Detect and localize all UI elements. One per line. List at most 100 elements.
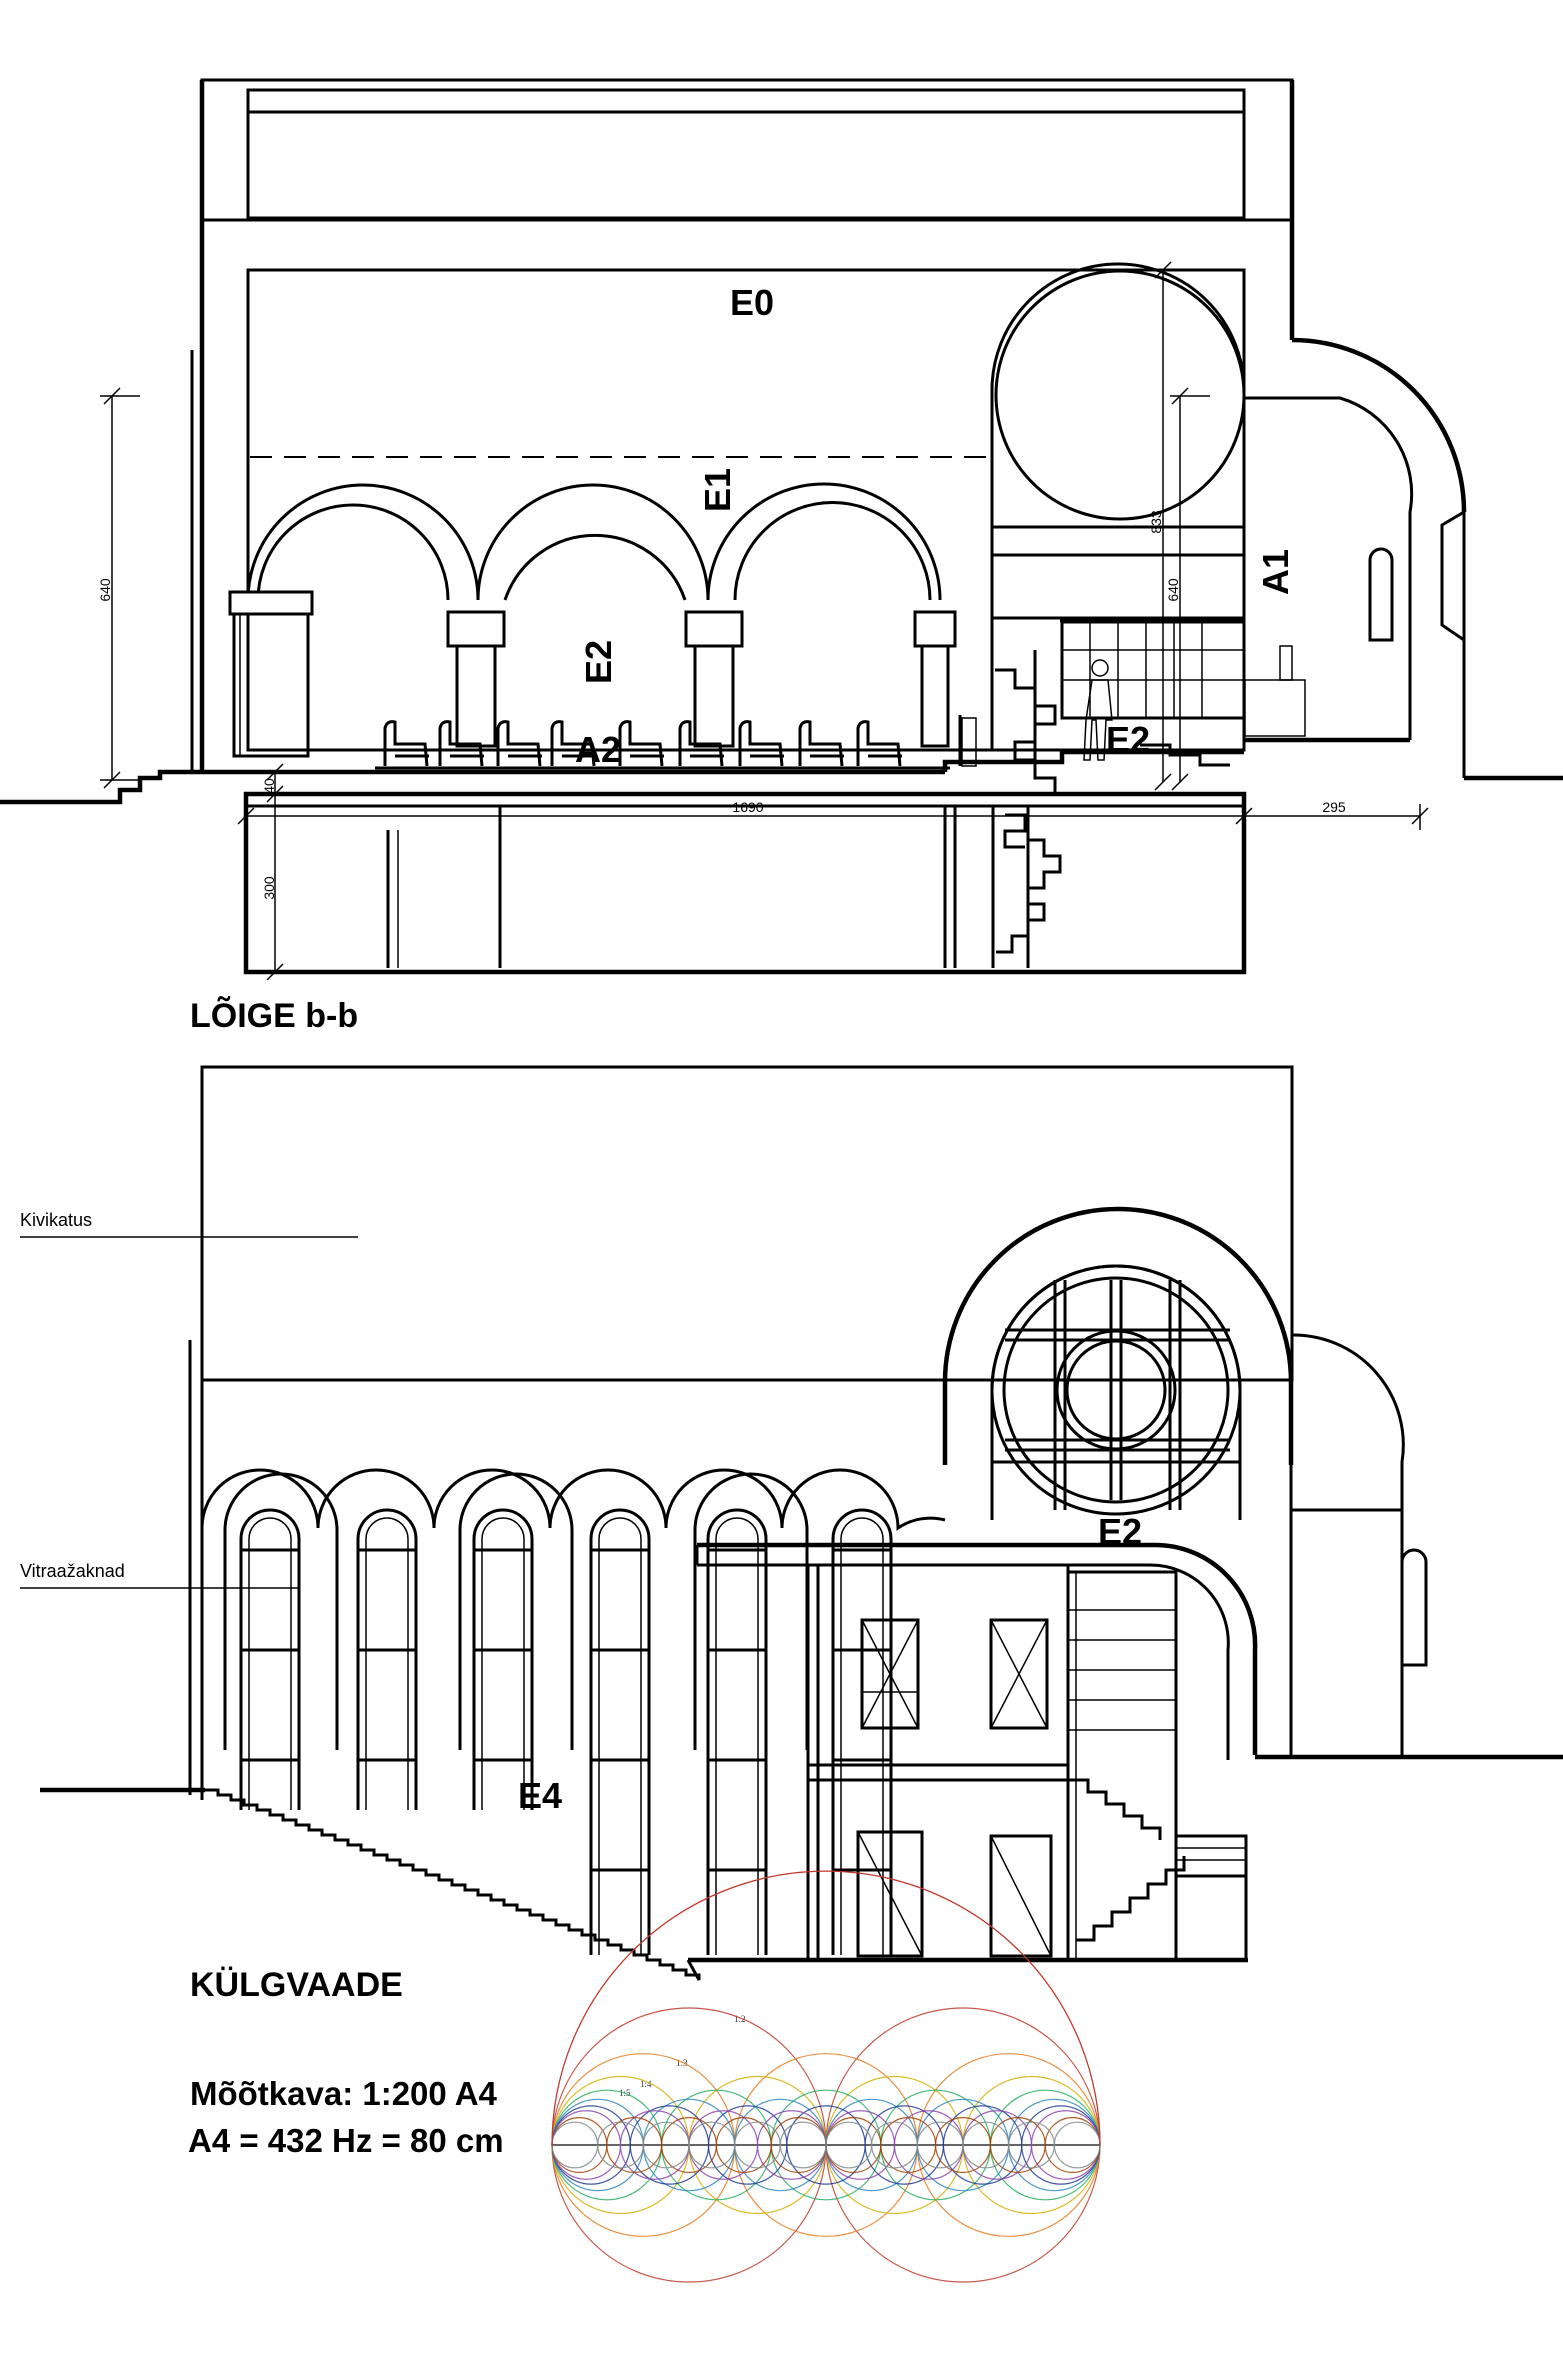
altar-table	[1244, 679, 1306, 737]
arcade-outer	[200, 1468, 946, 1755]
tower-arch-outer	[942, 1206, 1294, 1465]
column-shaft	[693, 644, 735, 748]
arched-window	[706, 1508, 768, 1955]
harmonic-arc-1-2	[551, 1870, 1101, 2146]
dim-left-height: 640	[97, 578, 113, 602]
section-drawing	[0, 78, 1563, 975]
altar-object	[1279, 645, 1293, 681]
door-lintel	[228, 590, 314, 616]
crypt-box	[243, 791, 1247, 975]
window-cross-lines	[990, 1619, 1048, 1729]
dim-right-extension: 295	[1322, 799, 1346, 815]
stair-landing	[1174, 1834, 1248, 1878]
rose-window-center-inner	[1065, 1339, 1167, 1441]
pew	[496, 720, 542, 767]
ratio-label: 1:4	[640, 2079, 652, 2089]
arched-window	[472, 1508, 534, 1810]
arched-window	[239, 1508, 301, 1810]
nave-interior	[246, 268, 1246, 752]
arched-window-inner	[598, 1517, 642, 1955]
glass-screen-frame	[1060, 620, 1246, 720]
arched-window	[589, 1508, 651, 1955]
arcade-outer-arcs	[246, 482, 942, 601]
zone-label-e0: E0	[730, 282, 774, 323]
arched-window	[356, 1508, 418, 1810]
arcade-piers	[223, 1472, 809, 1750]
apse-slit-window	[1368, 547, 1394, 642]
dim-right-height: 640	[1165, 578, 1181, 602]
zone-label-e2: E2	[578, 640, 619, 684]
glass-screen	[1060, 620, 1246, 720]
crypt-spiral-stair	[996, 813, 1062, 954]
rose-window-center	[1055, 1329, 1177, 1451]
column-shaft	[920, 644, 950, 748]
apse-opening	[1440, 509, 1466, 643]
door-cross-line	[990, 1835, 1052, 1957]
pew	[678, 720, 724, 767]
stair-flight-lower	[1076, 1856, 1186, 1942]
scale-line-1: Mõõtkava: 1:200 A4	[190, 2075, 498, 2112]
pew	[856, 720, 902, 767]
door-cross	[989, 1834, 1053, 1958]
chancel-steps	[1140, 743, 1230, 767]
right-apse-inner	[1244, 396, 1414, 740]
side-door	[232, 612, 310, 758]
arched-window-inner	[481, 1517, 525, 1810]
stair-tower	[1066, 1570, 1178, 1962]
column-capital	[913, 610, 957, 648]
harmonic-circles-diagram: 1:2 1:3 1:4 1:5	[551, 1870, 1101, 2283]
pew	[383, 720, 429, 767]
rose-window-inner	[1002, 1276, 1230, 1504]
arched-window-inner	[365, 1517, 409, 1810]
column-capital	[446, 610, 506, 648]
section-title: LÕIGE b-b	[190, 997, 358, 1035]
pew	[738, 720, 784, 767]
elevation-title: KÜLGVAADE	[190, 1966, 403, 2004]
door-cross-line	[857, 1831, 923, 1957]
zone-label-a2: A2	[575, 729, 621, 770]
note-windows: Vitraažaknad	[20, 1561, 125, 1581]
window-cross	[860, 1618, 920, 1730]
window-cross	[989, 1618, 1049, 1730]
section-dimensions: 640 640 833 40 300 1690 295	[97, 261, 1429, 981]
pews-group	[383, 720, 902, 767]
gallery-band	[697, 1542, 1258, 1755]
ground-line-left	[0, 769, 202, 805]
ratio-label: 1:3	[676, 2058, 688, 2068]
stair-treads	[1068, 1572, 1176, 1960]
rose-window-outer	[990, 1264, 1242, 1516]
arched-window-inner	[248, 1517, 292, 1810]
elevation-notes: Kivikatus Vitraažaknad	[20, 1210, 358, 1589]
stained-glass-windows	[239, 1508, 893, 1955]
scale-line-2: A4 = 432 Hz = 80 cm	[188, 2122, 504, 2159]
dim-circle-height: 833	[1148, 510, 1164, 534]
side-apse-dome	[1290, 1333, 1405, 1755]
round-window-section	[994, 269, 1246, 521]
pew	[550, 720, 596, 767]
stair-flight-upper	[1068, 1778, 1162, 1840]
dim-base-depth: 300	[261, 876, 277, 900]
stepped-ground	[205, 1788, 701, 1981]
ratio-label: 1:2	[734, 2014, 746, 2024]
spiral-stair-upper	[995, 668, 1057, 796]
tower-arch-inner	[990, 1264, 1242, 1520]
column-shaft	[455, 644, 497, 748]
door-cross	[856, 1830, 924, 1958]
right-apse-outer	[1291, 337, 1467, 513]
arcade-inner-arcs	[256, 501, 932, 601]
zone-label-e2-elevation: E2	[1098, 1511, 1142, 1552]
front-block	[806, 1563, 1070, 1962]
roof-outer-box	[200, 78, 1294, 222]
zone-label-e1: E1	[697, 468, 738, 512]
stair-landing-lines	[1176, 1847, 1246, 1861]
column-capital	[684, 610, 744, 648]
window-cross-lines	[861, 1619, 919, 1729]
gallery-band-inner	[697, 1563, 1230, 1760]
zone-label-e2-stair: E2	[1106, 719, 1150, 760]
note-roof: Kivikatus	[20, 1210, 92, 1230]
chancel-floor	[942, 749, 1244, 772]
arched-window-inner	[840, 1517, 884, 1955]
pew	[438, 720, 484, 767]
zone-label-a1: A1	[1255, 549, 1296, 595]
